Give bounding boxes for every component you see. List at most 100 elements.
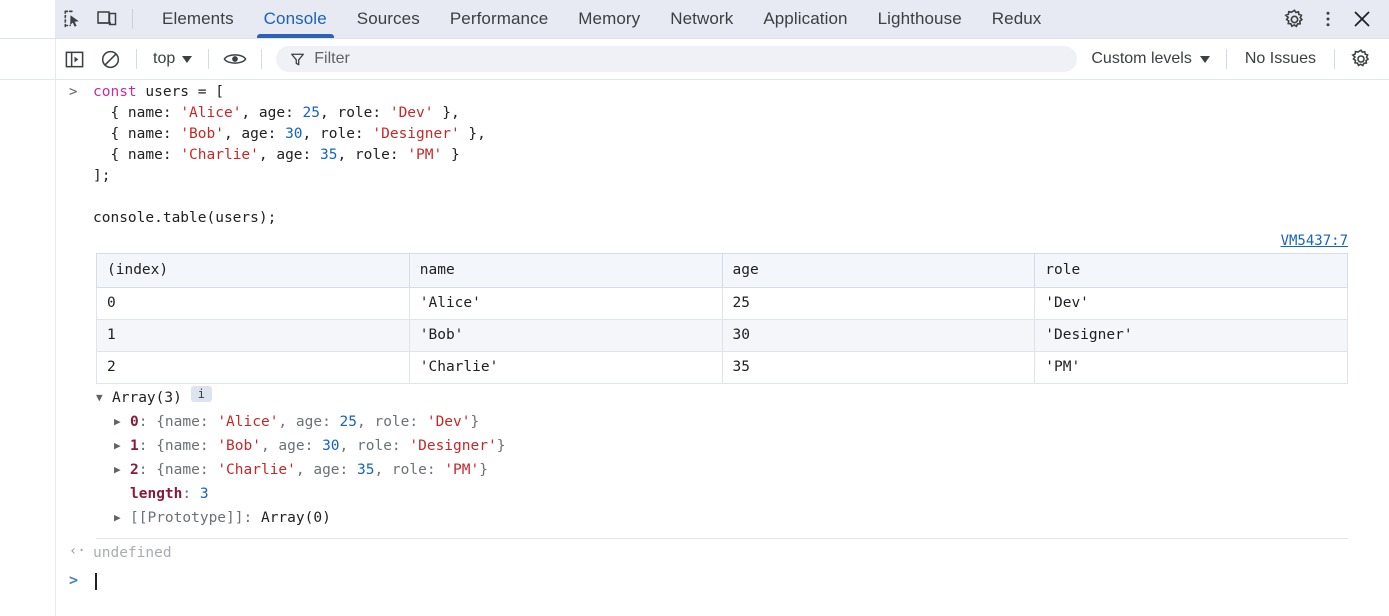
object-tree-value-token: 'Bob' [217,438,261,454]
code-token: 35 [320,147,338,163]
object-tree-prototype-row[interactable]: ▶ [[Prototype]] : Array(0) [56,506,1389,530]
inspect-element-icon[interactable] [56,0,90,38]
code-token: 25 [302,105,320,121]
code-token: , role: [320,105,390,121]
triangle-down-icon[interactable]: ▼ [96,391,103,404]
tab-redux[interactable]: Redux [977,0,1057,38]
tab-console[interactable]: Console [249,0,342,38]
tab-label: Sources [356,9,420,28]
object-tree-entry[interactable]: ▶2: {name: 'Charlie', age: 35, role: 'PM… [56,458,1389,482]
object-tree-value-token: {name: [156,438,218,454]
code-line: ]; [93,166,1377,187]
code-token: , age: [241,105,303,121]
triangle-right-icon[interactable]: ▶ [114,439,121,452]
object-tree-value-token: 25 [339,414,357,430]
object-tree-value-token: 'Dev' [426,414,471,430]
object-tree-value-token: {name: [156,414,218,430]
tab-bar-left-gutter [0,0,56,38]
code-token: , role: [302,126,373,142]
tab-performance[interactable]: Performance [435,0,563,38]
console-table-column-header[interactable]: age [721,253,1036,288]
console-table-cell-index: 0 [96,287,410,320]
triangle-right-icon[interactable]: ▶ [114,415,121,428]
code-line: { name: 'Charlie', age: 35, role: 'PM' } [93,145,1377,166]
console-left-gutter [0,80,56,616]
console-prompt-row[interactable]: > [56,566,1389,598]
console-command-message[interactable]: > const users = [ { name: 'Alice', age: … [56,80,1389,231]
console-settings-gear-icon[interactable] [1343,48,1379,70]
tab-lighthouse[interactable]: Lighthouse [863,0,977,38]
console-table-cell-role: 'PM' [1034,351,1348,384]
kebab-menu-icon[interactable] [1311,9,1345,29]
tab-application[interactable]: Application [748,0,862,38]
info-badge[interactable]: i [190,386,212,402]
code-token: } [442,147,460,163]
object-tree-root[interactable]: ▼ Array(3) i [56,386,1389,410]
tab-label: Console [263,9,327,28]
console-toolbar-separator-1 [136,49,137,69]
code-token: ]; [93,168,111,184]
panel-tabs: Elements Console Sources Performance Mem… [147,0,1056,38]
console-command-code: const users = [ { name: 'Alice', age: 25… [56,82,1377,229]
code-token: , age: [223,126,286,142]
console-sidebar-toggle-icon[interactable] [56,39,92,79]
tab-elements[interactable]: Elements [147,0,249,38]
close-icon[interactable] [1345,8,1379,30]
filter-placeholder-text: Filter [314,50,350,67]
code-token: 'Charlie' [180,147,259,163]
console-table-column-header[interactable]: (index) [96,253,410,288]
console-table-row[interactable]: 1'Bob'30'Designer' [96,319,1348,352]
code-token: { name: [93,105,181,121]
log-level-selector[interactable]: Custom levels [1083,47,1217,71]
object-tree-value-token: } [479,462,488,478]
issues-button[interactable]: No Issues [1244,50,1316,67]
console-table-row[interactable]: 2'Charlie'35'PM' [96,351,1348,384]
clear-console-icon[interactable] [92,39,128,79]
object-tree-length-key: length [130,486,183,502]
console-message-list: > const users = [ { name: 'Alice', age: … [56,80,1389,616]
execution-context-selector[interactable]: top [145,47,200,71]
triangle-right-icon[interactable]: ▶ [114,463,121,476]
console-table-cell-name: 'Bob' [408,319,723,352]
object-tree-entry-key: 2 [130,462,139,478]
console-toolbar-separator-3 [261,49,263,69]
console-table-column-header[interactable]: role [1034,253,1348,288]
code-token: console.table(users); [93,210,277,226]
object-tree-prototype-key: [[Prototype]] [130,510,244,526]
object-tree-value-token: 35 [357,462,375,478]
tab-network[interactable]: Network [655,0,748,38]
console-table-row[interactable]: 0'Alice'25'Dev' [96,287,1348,320]
live-expression-eye-icon[interactable] [217,39,253,79]
object-tree-entry[interactable]: ▶1: {name: 'Bob', age: 30, role: 'Design… [56,434,1389,458]
code-token: 'Designer' [372,126,460,142]
tab-memory[interactable]: Memory [563,0,655,38]
tab-sources[interactable]: Sources [342,0,435,38]
object-tree-colon: : [138,438,157,454]
filter-input[interactable]: Filter [276,46,1078,72]
console-table-column-header[interactable]: name [408,253,723,288]
triangle-right-icon[interactable]: ▶ [114,511,121,524]
console-toolbar-separator-5 [1334,49,1335,69]
object-tree-entries: ▶0: {name: 'Alice', age: 25, role: 'Dev'… [56,410,1389,482]
code-line: { name: 'Bob', age: 30, role: 'Designer'… [93,124,1377,145]
object-tree-prototype-value: Array(0) [260,510,331,526]
object-tree-value-token: , age: [295,462,357,478]
code-line [93,187,1377,208]
console-table-body: 0'Alice'25'Dev'1'Bob'30'Designer'2'Charl… [96,287,1348,384]
device-toolbar-icon[interactable] [90,0,124,38]
object-tree-colon: : [138,462,157,478]
object-tree-value-token: , role: [374,462,445,478]
object-tree-entry[interactable]: ▶0: {name: 'Alice', age: 25, role: 'Dev'… [56,410,1389,434]
console-result-value: undefined [93,545,172,561]
console-table-cell-age: 30 [721,319,1036,352]
object-tree-colon: : [182,486,200,502]
tab-label: Application [763,9,848,28]
code-token: const [93,84,137,100]
console-toolbar-left-gutter [0,39,56,79]
gear-icon[interactable] [1277,8,1311,31]
console-body: > const users = [ { name: 'Alice', age: … [0,80,1389,616]
console-table-cell-index: 1 [96,319,410,352]
source-link[interactable]: VM5437:7 [1280,233,1348,249]
code-token: { name: [93,147,181,163]
console-table-cell-age: 35 [721,351,1036,384]
